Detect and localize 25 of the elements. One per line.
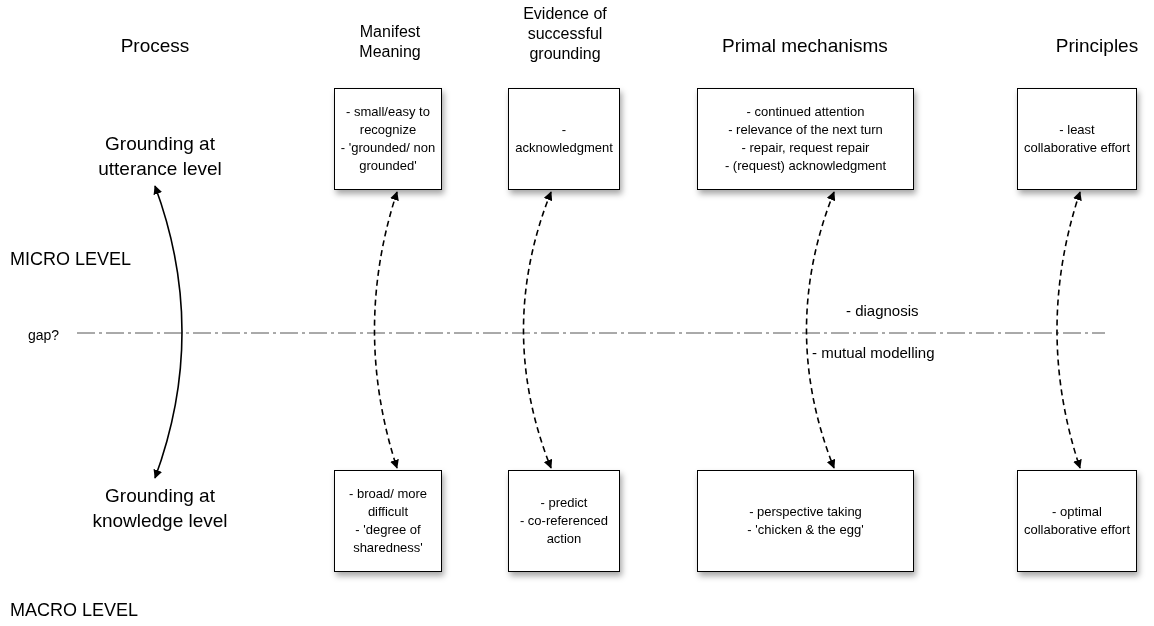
level-label: MICRO LEVEL bbox=[10, 248, 133, 271]
text-box: - continued attention - relevance of the next turn - repair, request repair - (request) acknowledgment bbox=[697, 88, 914, 190]
curved-arrow bbox=[805, 191, 836, 469]
note-text: - mutual modelling bbox=[812, 343, 936, 363]
text-box: - acknowledgment bbox=[508, 88, 620, 190]
curved-arrow bbox=[522, 191, 553, 469]
text-box: - broad/ more difficult - 'degree of sharedness' bbox=[334, 470, 442, 572]
text-box: - predict - co-referenced action bbox=[508, 470, 620, 572]
text-box: - least collaborative effort bbox=[1017, 88, 1137, 190]
column-header: Process bbox=[119, 34, 191, 58]
level-label: MACRO LEVEL bbox=[10, 599, 140, 622]
process-label: Grounding at knowledge level bbox=[75, 480, 245, 536]
curved-arrow bbox=[153, 185, 183, 479]
column-header: Manifest Meaning bbox=[358, 22, 422, 62]
text-box: - optimal collaborative effort bbox=[1017, 470, 1137, 572]
curved-arrow bbox=[373, 191, 399, 469]
curved-arrow bbox=[1056, 191, 1082, 469]
gap-label: gap? bbox=[28, 326, 61, 345]
process-label: Grounding at utterance level bbox=[75, 128, 245, 184]
text-box: - small/easy to recognize - 'grounded/ non grounded' bbox=[334, 88, 442, 190]
note-text: - diagnosis bbox=[846, 301, 920, 321]
text-box: - perspective taking - 'chicken & the egg' bbox=[697, 470, 914, 572]
column-header: Primal mechanisms bbox=[721, 34, 889, 58]
column-header: Principles bbox=[1054, 34, 1140, 58]
column-header: Evidence of successful grounding bbox=[522, 4, 608, 64]
